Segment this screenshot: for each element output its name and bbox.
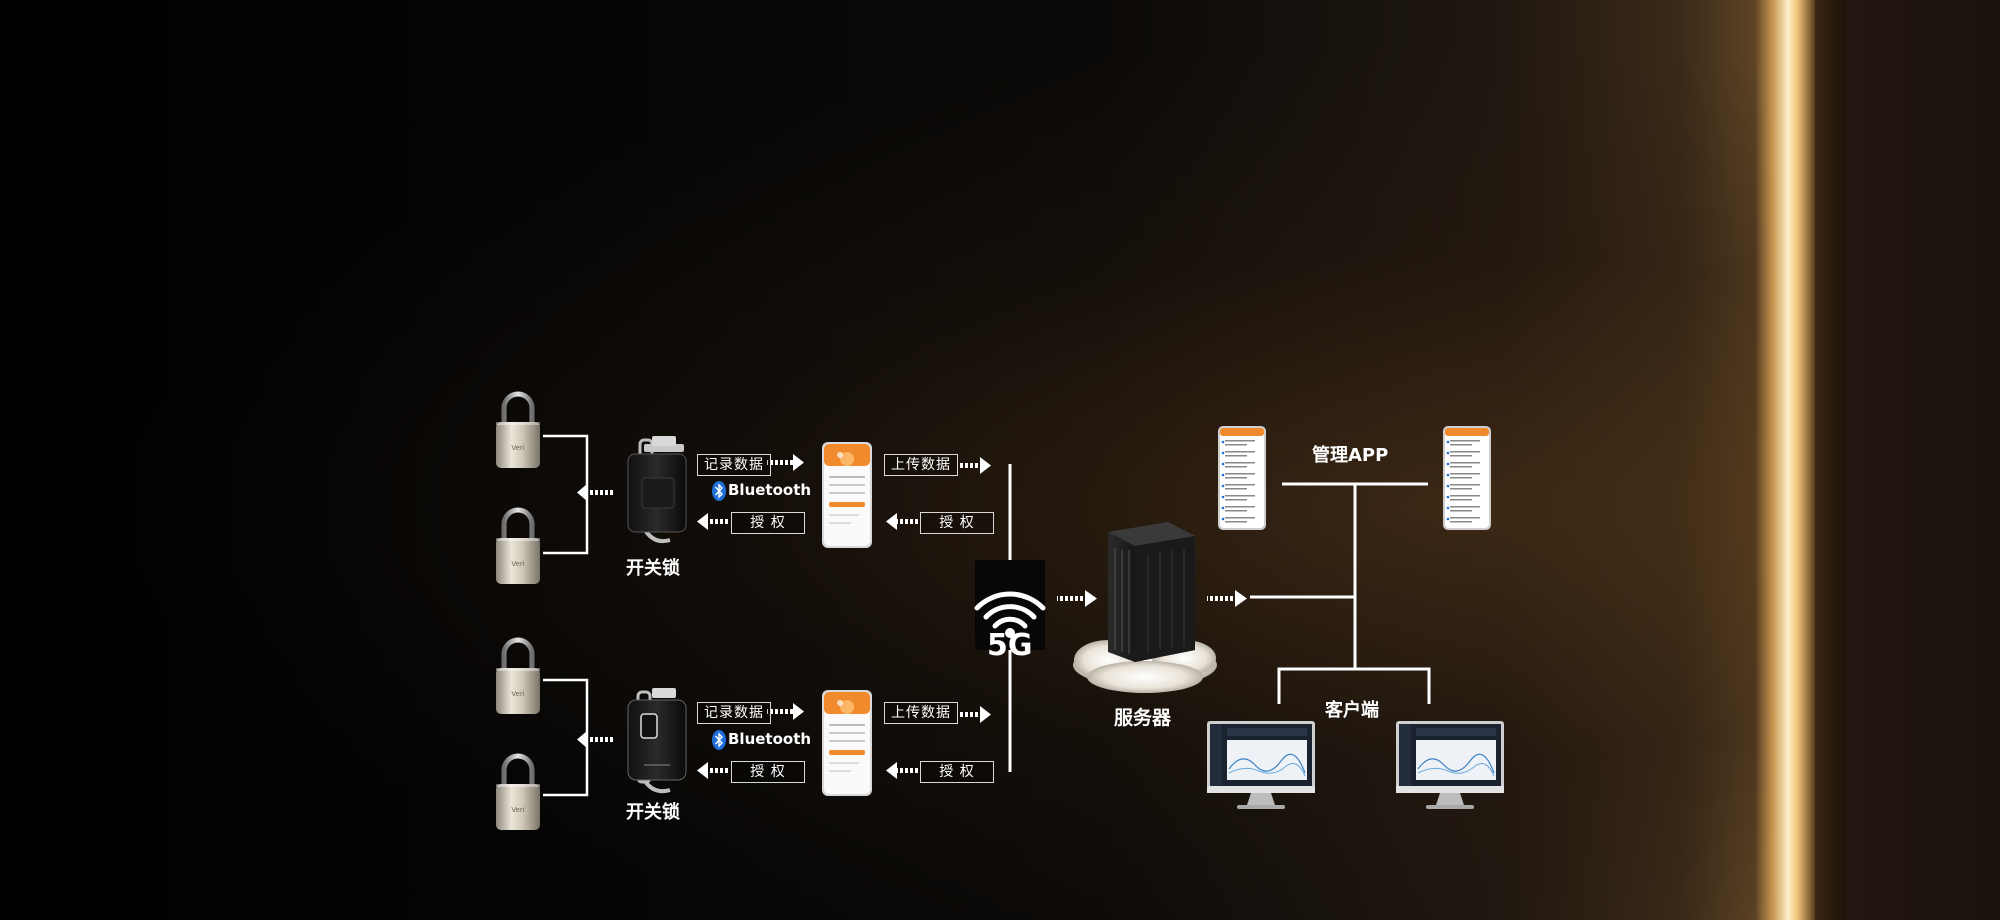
switch-lock-device — [627, 688, 687, 794]
lock-label: 开关锁 — [626, 558, 680, 579]
lock-label: 开关锁 — [626, 802, 680, 823]
arrow-left-icon — [886, 513, 897, 530]
arrow-left-icon — [697, 762, 708, 779]
authorize-label: 授 权 — [731, 761, 805, 783]
network-label: 5G — [987, 628, 1033, 663]
arrow-left-icon — [587, 490, 613, 495]
padlock-icon — [496, 756, 540, 830]
padlock-icon — [496, 394, 540, 468]
phone-app-icon — [822, 442, 872, 548]
authorize-label: 授 权 — [920, 512, 994, 534]
management-phone-icon — [1443, 426, 1491, 530]
upload-data-label: 上传数据 — [884, 702, 958, 724]
wall-panel — [1845, 0, 2000, 920]
wifi-icon — [974, 591, 1046, 629]
bluetooth-icon — [712, 730, 726, 750]
monitor-icon — [1206, 720, 1316, 810]
top-group — [496, 394, 991, 584]
arrow-right-icon — [980, 457, 991, 474]
padlock-icon — [496, 640, 540, 714]
arrow-right-icon — [793, 703, 804, 720]
bluetooth-label: Bluetooth — [728, 730, 812, 748]
server-label: 服务器 — [1114, 707, 1172, 729]
server-icon — [1073, 522, 1217, 693]
record-data-label: 记录数据 — [697, 454, 771, 476]
record-data-label: 记录数据 — [697, 702, 771, 724]
arrow-right-icon — [793, 454, 804, 471]
wall-edge — [1815, 0, 1845, 920]
arrow-left-icon — [886, 762, 897, 779]
arrow-right-icon — [1085, 590, 1097, 607]
phone-app-icon — [822, 690, 872, 796]
light-beam — [1755, 0, 1815, 920]
arrow-left-icon — [577, 731, 587, 748]
arrow-right-icon — [1235, 590, 1247, 607]
client-label: 客户端 — [1325, 700, 1379, 721]
switch-lock-device — [627, 436, 687, 543]
authorize-label: 授 权 — [920, 761, 994, 783]
management-app-label: 管理APP — [1312, 445, 1389, 466]
management-phone-icon — [1218, 426, 1266, 530]
upload-data-label: 上传数据 — [884, 454, 958, 476]
padlock-icon — [496, 510, 540, 584]
bluetooth-icon — [712, 481, 726, 501]
distribution-lines — [1250, 482, 1431, 704]
authorize-label: 授 权 — [731, 512, 805, 534]
bluetooth-label: Bluetooth — [728, 481, 812, 499]
monitor-icon — [1395, 720, 1505, 810]
arrow-left-icon — [697, 513, 708, 530]
bottom-group — [496, 640, 991, 830]
arrow-right-icon — [980, 706, 991, 723]
